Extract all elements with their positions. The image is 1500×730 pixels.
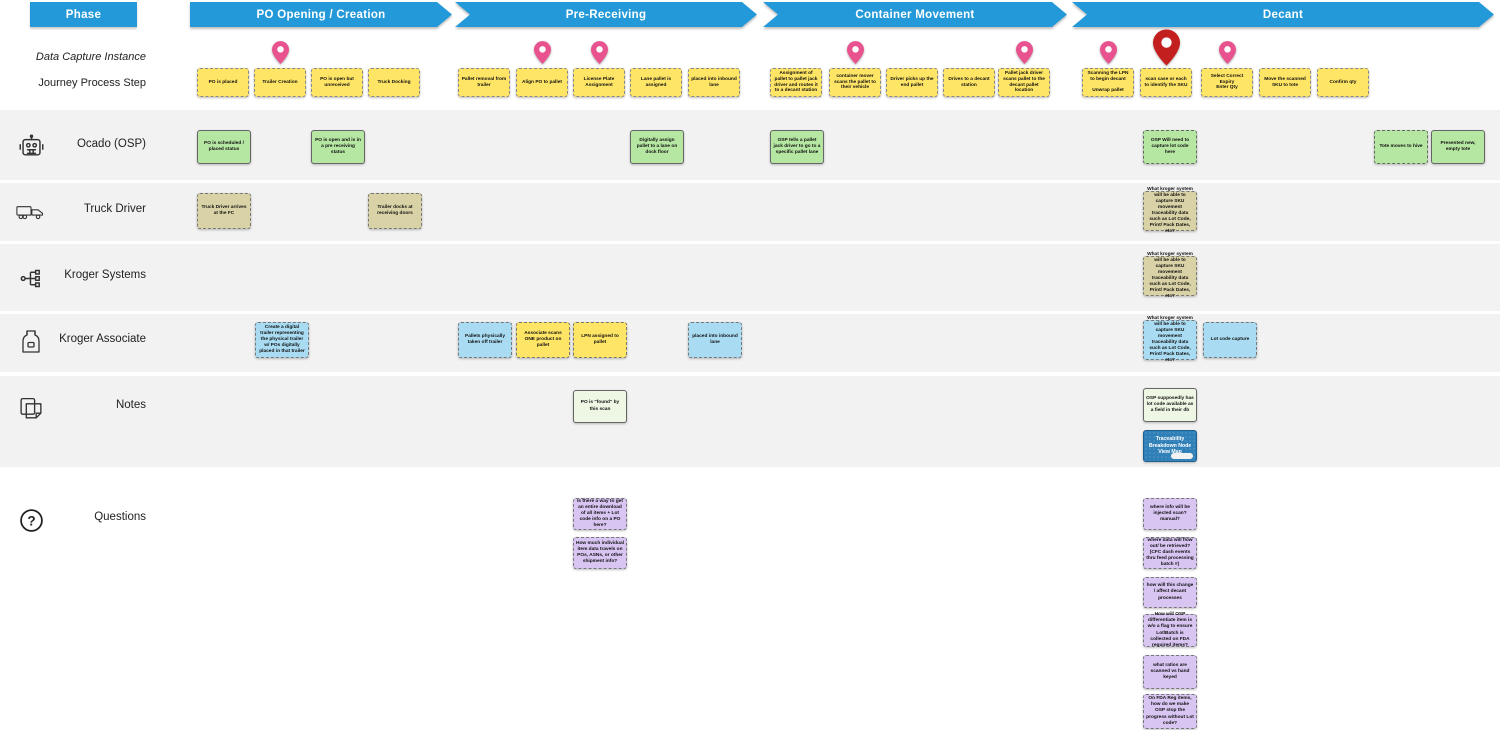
sticky-note-how-will-osp-differentiate-item-is-w-o-a-f[interactable]: How will OSP differentiate item is w/o a… bbox=[1143, 612, 1197, 648]
sticky-note-tote-moves-to-hive[interactable]: Tote moves to hive bbox=[1374, 130, 1428, 164]
journey-step-pallet-jack-driver-scans-pallet-to-the-dec[interactable]: Pallet jack driver scans pallet to the d… bbox=[998, 68, 1050, 97]
phase-arrow-label: Container Movement bbox=[763, 2, 1067, 27]
phase-arrow-label: Pre-Receiving bbox=[455, 2, 757, 27]
data-capture-instance-label: Data Capture Instance bbox=[35, 51, 146, 63]
data-capture-pin-pink[interactable] bbox=[533, 41, 551, 64]
sticky-note-create-a-digital-trailer-representing-the-[interactable]: Create a digital trailer representing th… bbox=[255, 322, 309, 358]
sticky-note-where-data-will-flow-out-be-retrieved-cfc-[interactable]: where data will flow out/ be retrieved? … bbox=[1143, 537, 1197, 569]
journey-step-truck-docking[interactable]: Truck Docking bbox=[368, 68, 420, 97]
svg-text:?: ? bbox=[27, 513, 35, 528]
robot-icon bbox=[16, 132, 46, 162]
journey-step-confirm-qty[interactable]: Confirm qty bbox=[1317, 68, 1369, 97]
row-label-questions: Questions bbox=[94, 511, 146, 523]
sticky-note-how-will-this-change-affect-decant-process[interactable]: how will this change / affect decant pro… bbox=[1143, 577, 1197, 608]
journey-step-driver-picks-up-the-end-pallet[interactable]: Driver picks up the end pallet bbox=[886, 68, 938, 97]
data-capture-pin-pink[interactable] bbox=[1099, 41, 1117, 64]
journey-step-pallet-removal-from-trailer[interactable]: Pallet removal from trailer bbox=[458, 68, 510, 97]
journey-step-select-correct-expiry-enter-qty[interactable]: Select Correct Expiry Enter Qty bbox=[1201, 68, 1253, 97]
journey-step-assignment-of-pallet-to-pallet-jack-driver[interactable]: Assignment of pallet to pallet jack driv… bbox=[770, 68, 822, 97]
data-capture-pin-red[interactable] bbox=[1152, 29, 1180, 66]
data-capture-pin-pink[interactable] bbox=[1015, 41, 1033, 64]
row-label-kroger-systems: Kroger Systems bbox=[64, 269, 146, 281]
journey-step-po-is-open-but-unreceived[interactable]: PO is open but unreceived bbox=[311, 68, 363, 97]
sticky-note-where-info-will-be-injected-scan-manual[interactable]: where info will be injected scan? manual… bbox=[1143, 498, 1197, 530]
sticky-note-po-is-found-by-this-scan[interactable]: PO is "found" by this scan bbox=[573, 390, 627, 423]
phase-arrow-po-opening-creation[interactable]: PO Opening / Creation bbox=[190, 2, 452, 27]
phase-arrow-container-movement[interactable]: Container Movement bbox=[763, 2, 1067, 27]
data-capture-pin-pink[interactable] bbox=[1218, 41, 1236, 64]
row-band-notes bbox=[0, 376, 1500, 467]
sticky-note-how-much-individual-item-data-travels-on-p[interactable]: How much individual item data travels on… bbox=[573, 537, 627, 569]
sticky-note-on-fda-reg-items-how-do-we-make-osp-stop-t[interactable]: On FDA Reg items, how do we make OSP sto… bbox=[1143, 694, 1197, 729]
row-label-truck-driver: Truck Driver bbox=[83, 203, 146, 215]
link-card[interactable]: Traceability Breakdown Node View Map bbox=[1143, 430, 1197, 462]
link-card-title: Traceability Breakdown Node View Map bbox=[1148, 436, 1192, 456]
sticky-note-lpn-assigned-to-pallet[interactable]: LPN assigned to pallet bbox=[573, 322, 627, 358]
sticky-note-po-is-open-and-is-in-a-pre-receiving-statu[interactable]: PO is open and is in a pre receiving sta… bbox=[311, 130, 365, 164]
link-chip bbox=[1171, 453, 1193, 459]
sticky-note-trailer-docks-at-receiving-doors[interactable]: Trailer docks at receiving doors bbox=[368, 193, 422, 229]
phase-arrow-pre-receiving[interactable]: Pre-Receiving bbox=[455, 2, 757, 27]
journey-process-step-label: Journey Process Step bbox=[38, 77, 146, 89]
sticky-note-what-kroger-system-will-be-able-to-capture[interactable]: What kroger system will be able to captu… bbox=[1143, 316, 1197, 363]
phase-arrow-decant[interactable]: Decant bbox=[1072, 2, 1494, 27]
journey-step-align-po-to-pallet[interactable]: Align PO to pallet bbox=[516, 68, 568, 97]
sticky-note-truck-driver-arrives-at-the-fc[interactable]: Truck Driver arrives at the FC bbox=[197, 193, 251, 229]
data-capture-pin-pink[interactable] bbox=[590, 41, 608, 64]
row-band-kroger-associate bbox=[0, 314, 1500, 372]
row-label-ocado-osp: Ocado (OSP) bbox=[76, 138, 146, 150]
row-label-notes: Notes bbox=[115, 399, 146, 411]
journey-step-container-mover-scans-the-pallet-to-their-[interactable]: container mover scans the pallet to thei… bbox=[829, 68, 881, 97]
row-band-kroger-systems bbox=[0, 244, 1500, 311]
journey-step-placed-into-inbound-lane[interactable]: placed into inbound lane bbox=[688, 68, 740, 97]
row-label-kroger-associate: Kroger Associate bbox=[59, 333, 146, 345]
journey-step-scanning-the-lpn-to-begin-decant-unwrap-pa[interactable]: Scanning the LPN to begin decant Unwrap … bbox=[1082, 68, 1134, 97]
journey-step-move-the-scanned-sku-to-tote[interactable]: Move the scanned SKU to tote bbox=[1259, 68, 1311, 97]
sticky-note-is-there-a-way-to-get-an-entire-download-o[interactable]: Is there a way to get an entire download… bbox=[573, 498, 627, 530]
data-capture-pin-pink[interactable] bbox=[271, 41, 289, 64]
sticky-note-osp-will-need-to-capture-lot-code-here[interactable]: OSP Will need to capture lot code here bbox=[1143, 130, 1197, 164]
phase-header-banner[interactable]: Phase bbox=[30, 2, 137, 27]
phase-arrow-label: PO Opening / Creation bbox=[190, 2, 452, 27]
apron-icon bbox=[16, 327, 46, 357]
sticky-note-what-kroger-system-will-be-able-to-capture[interactable]: What kroger system will be able to captu… bbox=[1143, 187, 1197, 234]
sticky-note-what-kroger-system-will-be-able-to-capture[interactable]: What kroger system will be able to captu… bbox=[1143, 252, 1197, 299]
notes-icon bbox=[16, 393, 46, 423]
sticky-note-digitally-assign-pallet-to-a-lane-on-dock-[interactable]: Digitally assign pallet to a lane on doc… bbox=[630, 130, 684, 164]
data-capture-pin-pink[interactable] bbox=[846, 41, 864, 64]
systems-icon bbox=[16, 263, 46, 293]
sticky-note-pallets-physically-taken-off-trailer[interactable]: Pallets physically taken off trailer bbox=[458, 322, 512, 358]
journey-step-drives-to-a-decant-station[interactable]: Drives to a decant station bbox=[943, 68, 995, 97]
sticky-note-lot-code-capture[interactable]: Lot code capture bbox=[1203, 322, 1257, 358]
sticky-note-placed-into-inbound-lane[interactable]: placed into inbound lane bbox=[688, 322, 742, 358]
sticky-note-osp-supposedly-has-lot-code-available-as-a[interactable]: OSP supposedly has lot code available as… bbox=[1143, 388, 1197, 422]
sticky-note-presented-new-empty-tote[interactable]: Presented new, empty tote bbox=[1431, 130, 1485, 164]
journey-step-trailer-creation[interactable]: Trailer Creation bbox=[254, 68, 306, 97]
sticky-note-associate-scans-one-product-on-pallet[interactable]: Associate scans ONE product on pallet bbox=[516, 322, 570, 358]
phase-arrow-label: Decant bbox=[1072, 2, 1494, 27]
truck-icon bbox=[16, 197, 46, 227]
journey-step-scan-case-or-each-to-identify-the-sku[interactable]: scan case or each to identify the SKU bbox=[1140, 68, 1192, 97]
journey-step-po-is-placed[interactable]: PO is placed bbox=[197, 68, 249, 97]
sticky-note-osp-tells-a-pallet-jack-driver-to-go-to-a-[interactable]: OSP tells a pallet jack driver to go to … bbox=[770, 130, 824, 164]
sticky-note-what-ratios-are-scanned-vs-hand-keyed[interactable]: what ratios are scanned vs hand keyed bbox=[1143, 655, 1197, 689]
journey-step-lane-pallet-is-assigned[interactable]: Lane pallet is assigned bbox=[630, 68, 682, 97]
question-icon: ? bbox=[16, 505, 46, 535]
journey-step-license-plate-assignment[interactable]: License Plate Assignment bbox=[573, 68, 625, 97]
sticky-note-po-is-scheduled-placed-status[interactable]: PO is scheduled / placed status bbox=[197, 130, 251, 164]
